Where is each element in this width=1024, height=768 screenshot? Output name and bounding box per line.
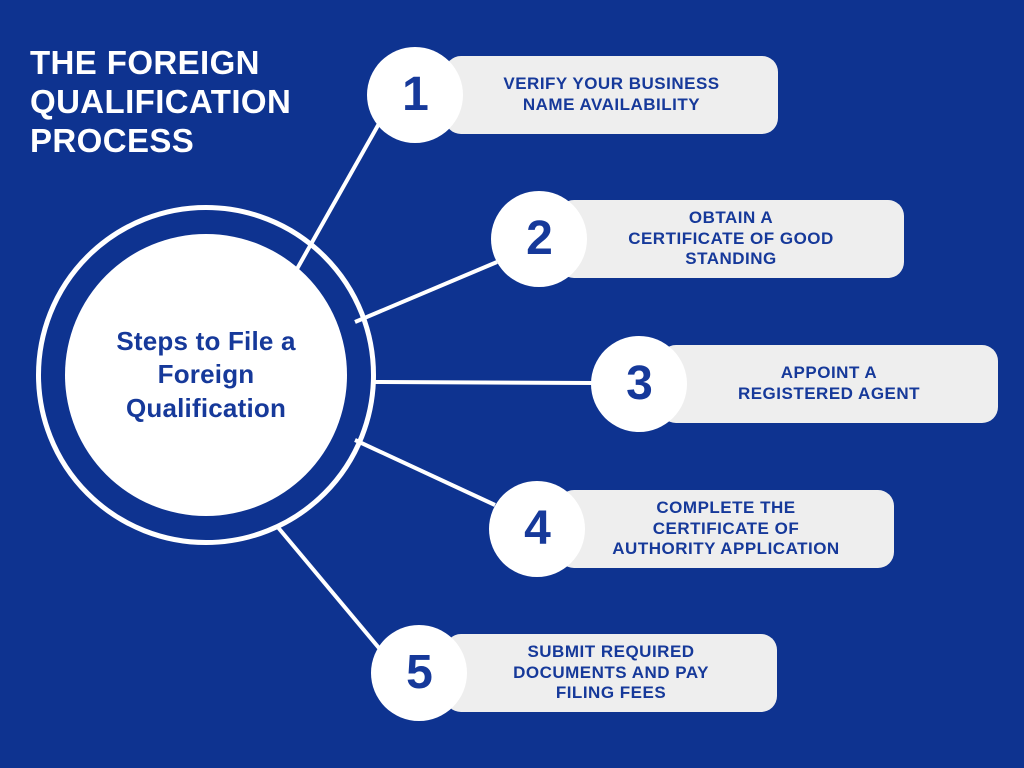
step-label-2: Obtain a Certificate of Good Standing: [628, 207, 834, 269]
step-number-5: 5: [406, 646, 433, 699]
connector-line-2: [354, 260, 498, 324]
step-badge-5[interactable]: 5: [371, 625, 467, 721]
step-badge-2[interactable]: 2: [491, 191, 587, 287]
page-title: The Foreign Qualification Process: [30, 44, 292, 159]
step-card-2[interactable]: Obtain a Certificate of Good Standing: [558, 200, 904, 278]
step-card-5[interactable]: Submit Required Documents and Pay Filing…: [445, 634, 777, 712]
hub-circle: Steps to File a Foreign Qualification: [65, 234, 347, 516]
step-number-1: 1: [402, 68, 429, 121]
step-badge-1[interactable]: 1: [367, 47, 463, 143]
step-number-4: 4: [524, 502, 551, 555]
hub-outer-ring: [36, 205, 376, 545]
hub-label: Steps to File a Foreign Qualification: [116, 326, 296, 423]
step-card-1[interactable]: Verify Your Business Name Availability: [445, 56, 778, 134]
step-number-2: 2: [526, 212, 553, 265]
step-label-1: Verify Your Business Name Availability: [503, 74, 720, 114]
step-badge-3[interactable]: 3: [591, 336, 687, 432]
connector-line-5: [274, 523, 391, 662]
step-badge-4[interactable]: 4: [489, 481, 585, 577]
connector-line-4: [354, 438, 496, 507]
step-number-3: 3: [626, 357, 653, 410]
step-card-3[interactable]: Appoint a Registered Agent: [660, 345, 998, 423]
step-label-3: Appoint a Registered Agent: [737, 363, 921, 403]
step-label-4: Complete the Certificate of Authority Ap…: [612, 497, 840, 559]
step-label-5: Submit Required Documents and Pay Filing…: [513, 641, 709, 703]
step-card-4[interactable]: Complete the Certificate of Authority Ap…: [558, 490, 894, 568]
connector-line-3: [373, 380, 595, 385]
